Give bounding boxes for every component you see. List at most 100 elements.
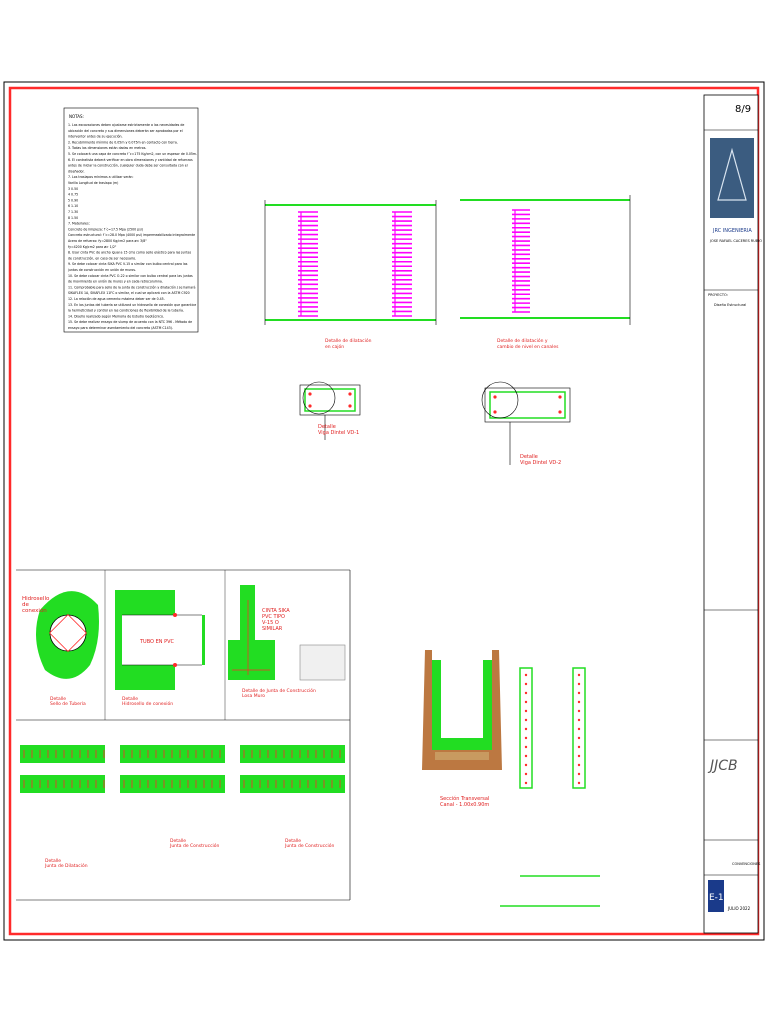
note-line: SIKAFLEX 1A, SIKAFLEX 11FC o similar, el…: [68, 291, 190, 295]
note-line: 7 1.30: [68, 210, 78, 214]
rebar-dot: [577, 718, 581, 722]
rebar-dot: [524, 781, 528, 785]
owner-name: JOSE RAFAEL CACERES RUBIO: [709, 239, 762, 243]
note-line: 14. Diseño realizado según Memoria de Es…: [68, 314, 164, 318]
label-tubo-pvc: TUBO EN PVC: [139, 639, 175, 645]
note-line: 4 0.75: [68, 193, 78, 197]
note-line: 6. El contratista deberá verificar en ob…: [68, 158, 193, 162]
note-line: de construcción, en caso de ser necesari…: [68, 256, 136, 260]
rebar-dot: [577, 673, 581, 677]
rebar-dot: [577, 763, 581, 767]
rebar-dot: [577, 781, 581, 785]
note-line: 6 1.10: [68, 204, 78, 208]
note-line: 3. Todas las dimensiones están dadas en …: [68, 146, 146, 150]
rebar-dot: [577, 736, 581, 740]
note-line: 7. Materiales:: [68, 222, 90, 226]
notes-title: NOTAS:: [69, 114, 84, 119]
sheet-number-top: 8/9: [735, 104, 751, 115]
rebar-dot: [524, 691, 528, 695]
rebar-dot: [577, 682, 581, 686]
rebar-dot: [577, 745, 581, 749]
company-name: JRC INGENIERIA: [712, 228, 752, 234]
stirrup-group-right: [392, 211, 412, 317]
note-line: 3 0.50: [68, 187, 78, 191]
rebar-dot: [577, 727, 581, 731]
rebar-dot: [577, 754, 581, 758]
note-line: ubicación del concreto y sus dimensiones…: [68, 129, 183, 133]
rebar-dot: [524, 736, 528, 740]
stirrup-group-left: [298, 211, 318, 317]
note-line: Concreto estructural: f´c=28.0 Mpa (4000…: [68, 233, 195, 237]
rebar-dot: [524, 745, 528, 749]
note-line: la hermeticidad y control en las condici…: [68, 309, 184, 313]
signature: JJCB: [707, 758, 738, 774]
note-line: 10. Se debe colocar cinta PVC O-22 o sim…: [68, 274, 193, 278]
notes-list: 1. Las excavaciones deben ajustarse estr…: [67, 123, 197, 330]
note-line: diseñador.: [68, 169, 85, 173]
rebar-dot: [524, 718, 528, 722]
detail-panels-middle: [16, 569, 351, 901]
note-line: 8. Usar cinta PVc de ancho igual a 15 cm…: [68, 251, 191, 255]
rebar-schedule: [500, 667, 600, 907]
note-line: interventor antes de su ejecución.: [68, 135, 123, 139]
rebar-dot: [577, 700, 581, 704]
note-line: Varilla Longitud de traslapo (m): [68, 181, 118, 185]
notes-block: NOTAS: 1. Las excavaciones deben ajustar…: [63, 107, 199, 333]
note-line: 9. Se debe colocar cinta SIKA PVC V-15 o…: [68, 262, 188, 266]
note-line: fy=4200 Kg/cm2 para ø> 1/2": [68, 245, 117, 249]
rebar-dot: [524, 709, 528, 713]
rebar-dot: [524, 727, 528, 731]
rebar-dots: [524, 673, 581, 785]
revisions-label: CONVENCIONES: [732, 862, 761, 866]
note-line: ensayo para determinar asentamiento del …: [68, 326, 173, 330]
note-line: de movimiento en unión de muros y en cad…: [68, 280, 163, 284]
rebar-dot: [577, 772, 581, 776]
note-line: 12. La relación de agua cemento máxima d…: [68, 297, 165, 301]
project-label: PROYECTO:: [708, 293, 728, 297]
rebar-dot: [524, 700, 528, 704]
note-line: 5. Se colocará una capa de concreto f´c=…: [68, 152, 197, 156]
note-line: juntas de construcción en unión de muros…: [67, 268, 136, 272]
note-line: 1. Las excavaciones deben ajustarse estr…: [68, 123, 184, 127]
note-line: 11. Comprobable para sello de la junta d…: [68, 285, 196, 289]
note-line: 8 1.50: [68, 216, 78, 220]
rebar-dot: [524, 682, 528, 686]
rebar-dot: [577, 691, 581, 695]
content-title: Diseño Estructural: [714, 303, 746, 307]
note-line: 7. Los traslapos mínimos a utilizar será…: [68, 175, 134, 179]
date: JULIO 2022: [727, 906, 751, 911]
sheet-code: E-1: [709, 893, 724, 903]
note-line: Acero de refuerzo: fy=2800 Kg/cm2 para ø…: [68, 239, 147, 243]
note-line: 2. Recubrimiento mínimo de 0.05m y 0.075…: [68, 140, 178, 144]
note-line: Concreto de limpieza: f´c=17.5 Mpa (2500…: [68, 227, 143, 231]
rebar-dot: [524, 763, 528, 767]
rebar-dot: [524, 754, 528, 758]
outer-frame: [3, 81, 765, 941]
note-line: 13. En las juntas del tubería se utiliza…: [68, 303, 196, 307]
slab-rebar-ticks: [23, 750, 341, 788]
note-line: 15. Se debe realizar ensayo de slump de …: [68, 320, 192, 324]
note-line: antes de iniciar la construcción, cualqu…: [68, 164, 188, 168]
rebar-dot: [524, 673, 528, 677]
